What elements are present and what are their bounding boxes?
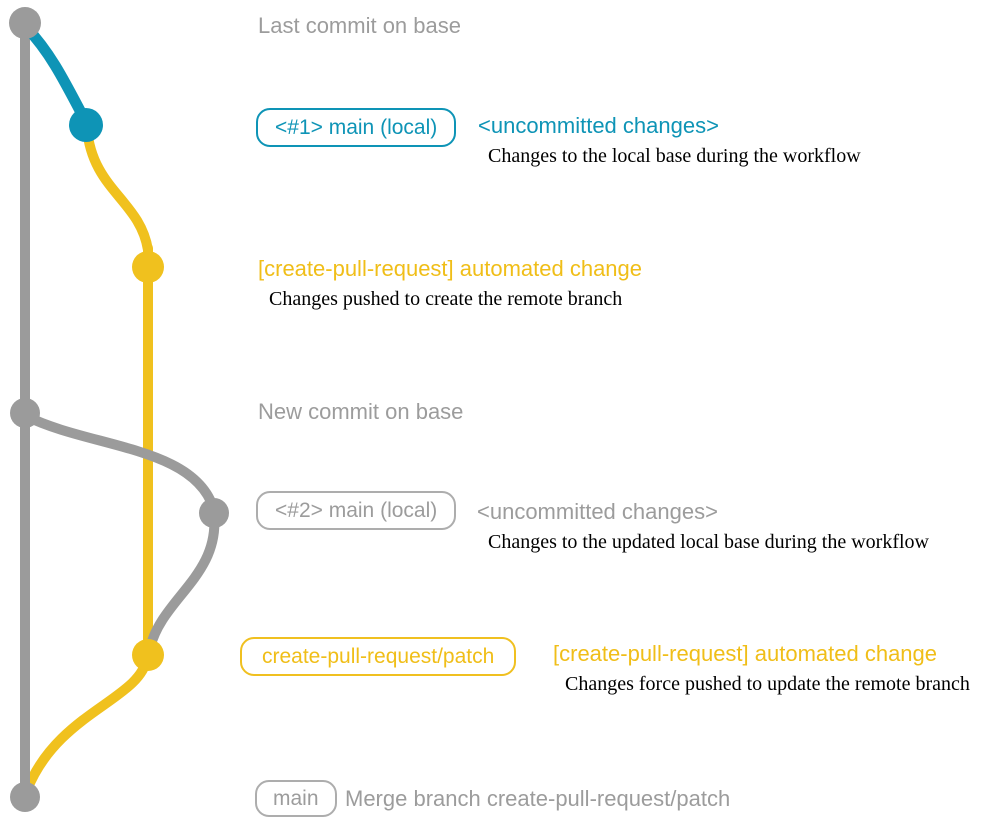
badge-main-local-1: <#1> main (local) (256, 108, 457, 147)
edge-base-to-main1 (20, 21, 92, 128)
badge-patch-branch: create-pull-request/patch (240, 637, 517, 676)
automated-change-2-description: Changes force pushed to update the remot… (565, 673, 970, 695)
node-new-commit-base (10, 398, 40, 428)
uncommitted-changes-1-description: Changes to the local base during the wor… (488, 145, 861, 167)
node-main-local-1 (69, 108, 103, 142)
node-automated-change-2 (132, 639, 164, 671)
automated-change-2-title: [create-pull-request] automated change (553, 641, 938, 666)
uncommitted-changes-2-title: <uncommitted changes> (477, 499, 718, 524)
automated-change-1-description: Changes pushed to create the remote bran… (269, 288, 623, 310)
badge-main: main (255, 780, 337, 817)
edge-newbase-to-main2 (21, 411, 219, 515)
edge-main2-to-automated2 (145, 509, 220, 653)
node-main-local-2 (199, 498, 229, 528)
node-merge-commit (10, 782, 40, 812)
uncommitted-changes-1-title: <uncommitted changes> (478, 113, 719, 138)
edge-main1-to-automated1 (82, 123, 153, 255)
merge-commit-label: Merge branch create-pull-request/patch (345, 786, 731, 811)
automated-change-1-title: [create-pull-request] automated change (258, 256, 643, 281)
last-commit-label: Last commit on base (258, 13, 461, 38)
node-last-commit-base (9, 7, 41, 39)
new-commit-label: New commit on base (258, 399, 464, 424)
uncommitted-changes-2-description: Changes to the updated local base during… (488, 531, 929, 553)
node-automated-change-1 (132, 251, 164, 283)
badge-main-local-2: <#2> main (local) (256, 491, 457, 530)
edge-patch-to-merge (22, 653, 152, 795)
